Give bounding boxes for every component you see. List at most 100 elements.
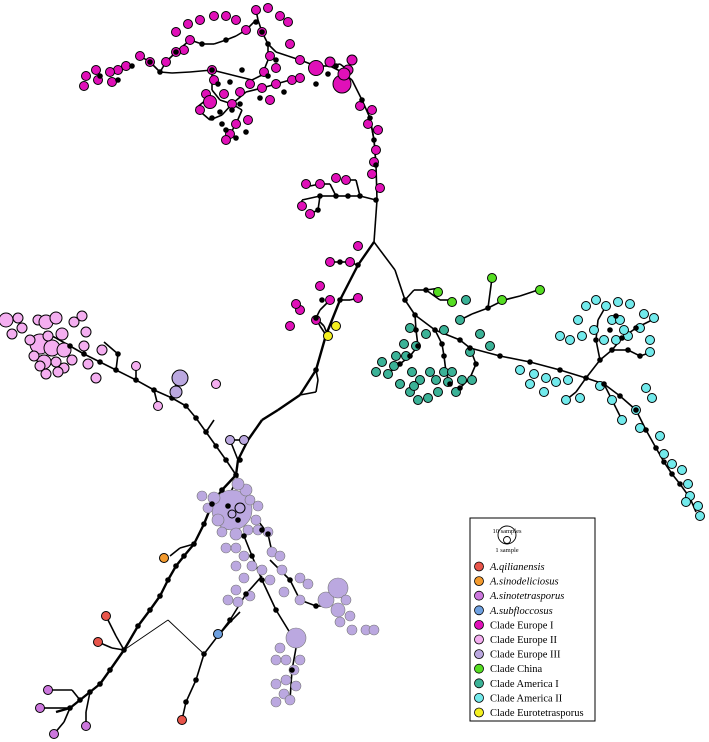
haplotype-node-europe1 (355, 101, 365, 111)
haplotype-node-america2 (617, 415, 627, 425)
median-vector (557, 367, 563, 373)
haplotype-node-europe1 (135, 51, 145, 61)
haplotype-node-america1 (421, 329, 431, 339)
median-vector (223, 457, 229, 463)
haplotype-node-america1 (395, 379, 405, 389)
haplotype-node-america1 (475, 329, 485, 339)
haplotype-node-europe2 (16, 322, 28, 334)
haplotype-node-europe3 (222, 594, 234, 606)
median-vector (201, 651, 207, 657)
median-vector (333, 193, 339, 199)
haplotype-node-america2 (613, 297, 623, 307)
median-vector (135, 623, 141, 629)
haplotype-node-america2 (565, 335, 575, 345)
median-vector (373, 197, 379, 203)
median-vector (213, 443, 219, 449)
median-vector (287, 577, 293, 583)
edge (603, 383, 621, 397)
edge (225, 459, 237, 476)
median-vector (457, 337, 463, 343)
median-vector (527, 359, 533, 365)
edge (83, 353, 101, 363)
haplotype-node-america2 (683, 479, 693, 489)
median-vector (597, 357, 603, 363)
median-vector (233, 472, 239, 478)
haplotype-node-europe3 (280, 654, 292, 666)
median-vector (209, 501, 215, 507)
haplotype-node-europe1 (285, 321, 295, 331)
legend-label-america2: Clade America II (490, 693, 563, 704)
haplotype-node-europe1 (295, 73, 305, 83)
edge (595, 339, 601, 361)
median-vector (317, 193, 323, 199)
median-vector (157, 593, 163, 599)
median-vector (359, 97, 365, 103)
median-vector (412, 312, 418, 318)
haplotype-node-europe1 (231, 15, 241, 25)
median-vector (237, 101, 243, 107)
haplotype-node-europe3 (290, 680, 302, 692)
haplotype-node-europe1 (324, 56, 336, 68)
edge (153, 389, 173, 399)
median-vector (653, 445, 659, 451)
median-vector (637, 353, 643, 359)
haplotype-node-europe2 (131, 361, 141, 371)
haplotype-node-america1 (423, 393, 433, 403)
median-vector (237, 457, 243, 463)
haplotype-node-eurotetrasporus (323, 331, 333, 341)
median-vector (77, 697, 83, 703)
haplotype-node-europe3 (274, 550, 286, 562)
edge (559, 369, 587, 379)
haplotype-node-europe1 (283, 17, 293, 27)
haplotype-node-europe1 (171, 27, 181, 37)
haplotype-node-europe1 (275, 11, 285, 21)
haplotype-node-europe3 (294, 572, 306, 584)
haplotype-node-europe1 (331, 173, 341, 183)
haplotype-node-america2 (573, 315, 583, 325)
haplotype-node-america1 (377, 357, 387, 367)
haplotype-node-sinotetrasporus (49, 729, 59, 739)
haplotype-node-europe2 (78, 340, 90, 352)
haplotype-node-qilianensis (177, 715, 187, 725)
haplotype-node-europe1 (203, 95, 217, 109)
legend-label-qilianensis: A.qilianensis (489, 562, 545, 573)
edge (185, 679, 197, 703)
edge (137, 609, 151, 627)
median-vector (97, 73, 103, 79)
edge (338, 264, 360, 301)
edge (85, 691, 91, 713)
median-vector (193, 677, 199, 683)
haplotype-node-europe1 (107, 77, 117, 87)
haplotype-node-europe1 (367, 105, 377, 115)
haplotype-node-europe1 (265, 51, 275, 61)
legend-label-sinodeliciosus: A.sinodeliciosus (489, 577, 559, 588)
haplotype-node-europe1 (295, 55, 305, 65)
median-vector (467, 345, 473, 351)
median-vector (157, 69, 163, 75)
median-vector (367, 115, 373, 121)
haplotype-node-europe1 (265, 95, 275, 105)
median-vector (219, 121, 225, 127)
haplotype-node-america2 (591, 295, 601, 305)
legend-swatch-europe2 (474, 634, 484, 645)
edge (425, 289, 441, 301)
median-vector (337, 297, 343, 303)
median-vector (259, 577, 265, 583)
median-vector (209, 115, 215, 121)
haplotype-node-subfloccosus (213, 629, 223, 639)
size-key-large-label: 10 samples (492, 528, 522, 535)
edge (109, 649, 125, 671)
edge (373, 241, 396, 271)
haplotype-node-europe2 (0, 312, 14, 328)
haplotype-node-europe2 (96, 344, 108, 356)
edge (103, 341, 119, 355)
haplotype-node-europe3 (196, 490, 208, 502)
haplotype-node-america1 (431, 375, 441, 385)
edge (314, 334, 328, 371)
haplotype-node-europe1 (341, 175, 351, 185)
haplotype-node-america1 (425, 367, 435, 377)
legend-label-eurotetrasporus: Clade Eurotetrasporus (490, 708, 584, 719)
haplotype-node-europe3 (346, 624, 358, 636)
median-vector (313, 81, 319, 87)
legend-label-europe2: Clade Europe II (490, 635, 558, 646)
